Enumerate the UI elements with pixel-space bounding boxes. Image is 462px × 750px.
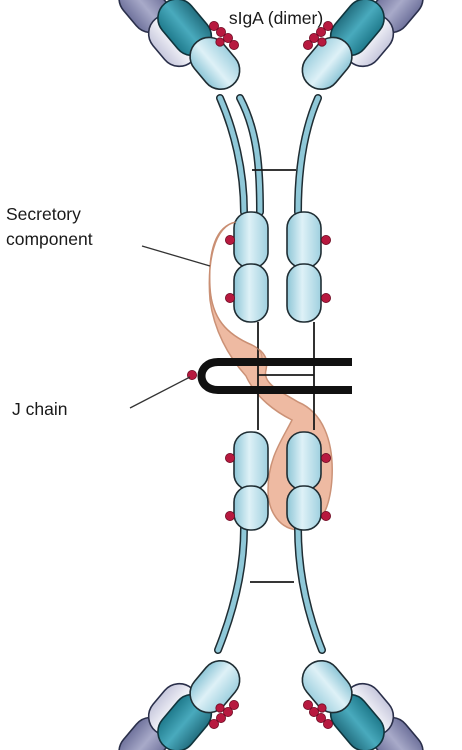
- secretory-component-label-line1: Secretory: [6, 204, 81, 224]
- j-chain-shape: [202, 362, 353, 390]
- fab-arm-upper-left: [111, 0, 247, 97]
- upper-fc-region: [234, 212, 321, 322]
- secretory-component-label-line2: component: [6, 229, 93, 249]
- leader-lines: [130, 246, 210, 408]
- j-chain-label: J chain: [12, 399, 67, 419]
- diagram-title: sIgA (dimer): [229, 8, 323, 28]
- fab-arm-lower-right: [295, 653, 431, 750]
- fab-arm-lower-left: [111, 653, 247, 750]
- hinge-regions: [218, 98, 322, 650]
